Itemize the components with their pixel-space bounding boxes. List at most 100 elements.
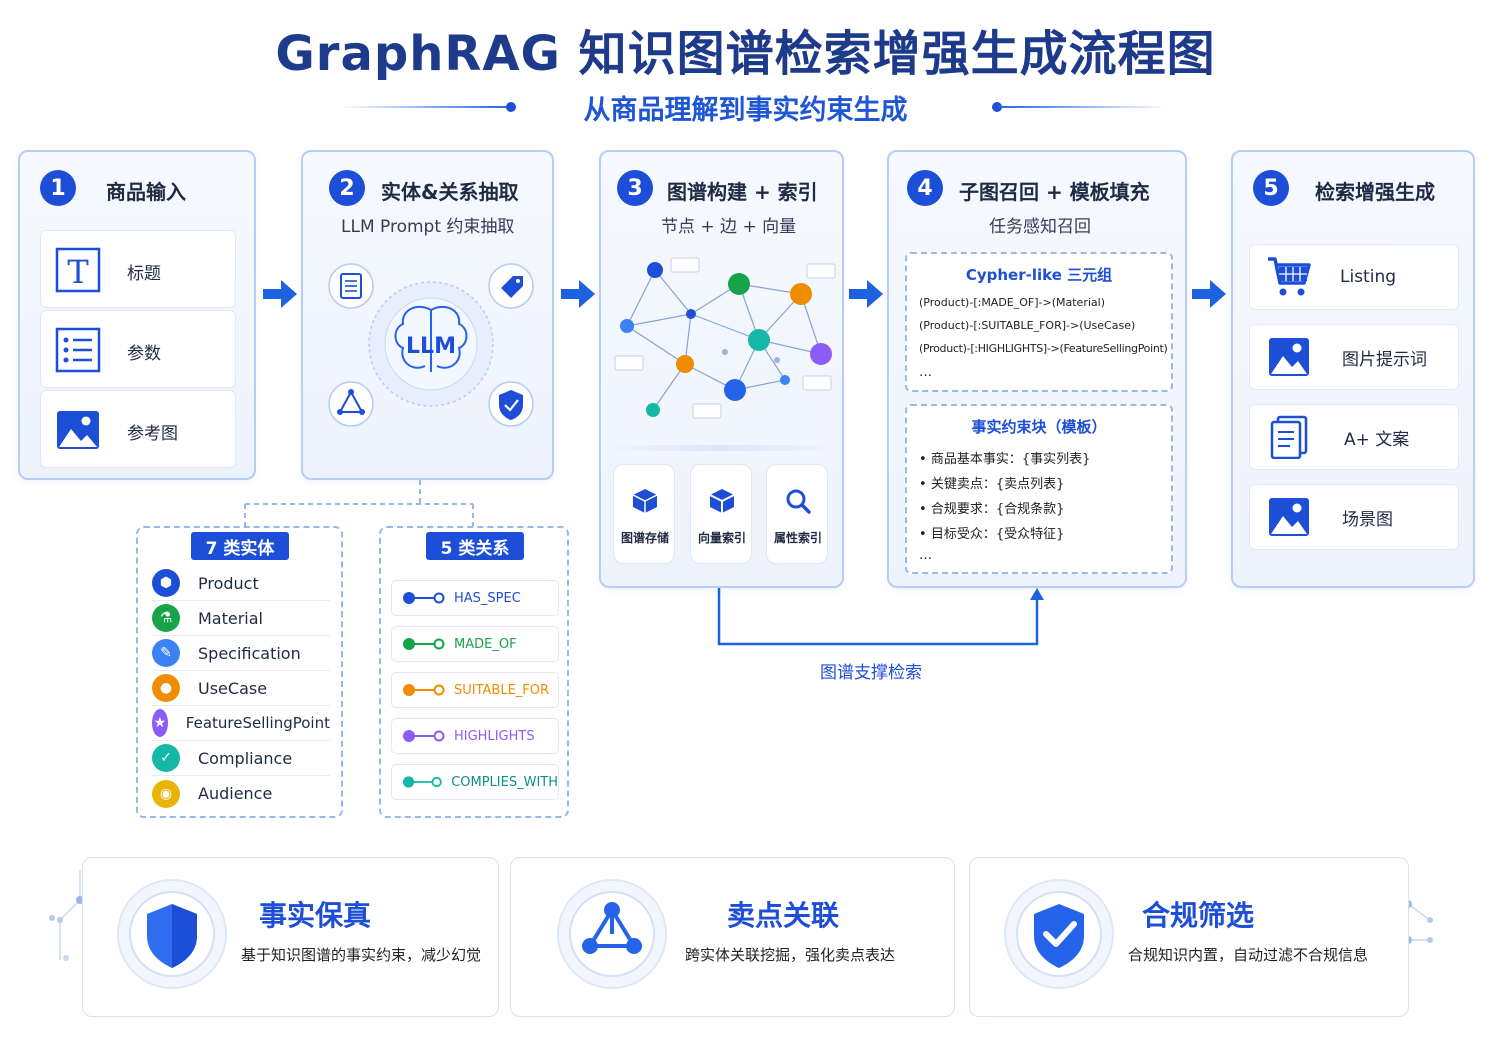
store-graph-label: 图谱存储 [620,531,669,545]
stage-3-panel: 3 图谱构建 + 索引 节点 + 边 + 向量 图谱存储 向量索引 属性索引 [599,150,844,588]
fact-title: 事实约束块（模板） [971,418,1107,436]
brain-icon [394,305,468,372]
flow-arrow-4-icon [1192,280,1226,308]
stage-4-number: 4 [907,170,943,206]
feature-desc: 合规知识内置，自动过滤不合规信息 [1128,946,1369,964]
relation-edge-icon [403,684,445,696]
entities-panel: 7 类实体 ⬢Product ⚗Material ✎Specification … [136,526,343,818]
cypher-title: Cypher-like 三元组 [965,266,1113,284]
output-card-listing: Listing [1249,244,1459,310]
stage-1-title: 商品输入 [106,180,186,204]
feature-desc: 基于知识图谱的事实约束，减少幻觉 [241,946,482,964]
output-label: A+ 文案 [1344,429,1410,450]
input-card-refimage: 参考图 [40,390,236,468]
cypher-line: … [919,365,932,380]
stage-1-panel: 1 商品输入 T 标题 参数 参考图 [18,150,256,480]
fact-line-text: 商品基本事实：{事实列表} [930,452,1091,467]
entity-row: ★FeatureSellingPoint [152,706,330,741]
shield-icon [117,879,227,989]
entity-row: ● UseCase [152,671,330,706]
entity-name: UseCase [198,678,268,698]
fact-line-text: 合规要求：{合规条款} [930,502,1065,517]
document-icon [328,263,374,309]
fact-line: • 关键卖点：{卖点列表} [919,477,1065,492]
input-label-title: 标题 [127,264,161,284]
shield-check-icon [1004,879,1114,989]
document-icon [1270,415,1308,459]
ruler-icon: ✎ [152,639,180,667]
stage-5-number: 5 [1253,170,1289,206]
knowledge-graph-diagram [614,257,836,419]
search-icon [786,489,811,514]
relation-edge-icon [403,638,445,650]
stage-1-number: 1 [40,170,76,206]
fact-line: • 合规要求：{合规条款} [919,502,1065,517]
box-icon [709,489,735,513]
fact-ellipsis: … [919,548,932,563]
feature-title: 合规筛选 [1142,899,1255,932]
subtitle-left-dot [506,102,516,112]
feature-desc: 跨实体关联挖掘，强化卖点表达 [685,946,896,964]
cypher-block: Cypher-like 三元组 (Product)-[:MADE_OF]->(M… [905,252,1173,392]
entity-name: Specification [198,643,301,663]
output-label: Listing [1340,267,1397,287]
fact-line: • 商品基本事实：{事实列表} [919,452,1091,467]
relation-row: HAS_SPEC [391,580,559,616]
stage-3-title: 图谱构建 + 索引 [667,180,818,204]
store-graph: 图谱存储 [613,464,675,564]
relation-name: COMPLIES_WITH [451,774,558,790]
cypher-line: (Product)-[:SUITABLE_FOR]->(UseCase) [919,319,1136,332]
output-card-scene: 场景图 [1249,484,1459,550]
entity-name: FeatureSellingPoint [185,714,330,732]
list-icon [55,327,101,373]
feature-title: 事实保真 [259,899,372,932]
page-subtitle: 从商品理解到事实约束生成 [583,95,908,126]
stage-2-panel: 2 实体&关系抽取 LLM Prompt 约束抽取 LLM [301,150,554,480]
stage-2-title: 实体&关系抽取 [381,180,519,204]
store-vector: 向量索引 [690,464,752,564]
entity-name: Material [198,608,263,628]
entities-title: 7 类实体 [191,532,289,560]
stage-5-panel: 5 检索增强生成 Listing 图片提示词 A+ 文案 场景图 [1231,150,1475,588]
subtitle-right-dot [992,102,1002,112]
stage-2-connector [244,480,474,526]
person-icon: ● [152,674,180,702]
relation-name: HIGHLIGHTS [454,728,535,744]
relations-panel: 5 类关系 HAS_SPEC MADE_OF SUITABLE_FOR HIGH… [379,526,569,818]
fact-block: 事实约束块（模板） • 商品基本事实：{事实列表} • 关键卖点：{卖点列表} … [905,404,1173,574]
shield-icon [488,381,534,427]
stage-2-subtitle: LLM Prompt 约束抽取 [341,217,515,237]
stage-5-title: 检索增强生成 [1315,180,1435,204]
stage-4-subtitle: 任务感知召回 [989,217,1091,237]
support-connector [717,588,1044,646]
output-card-aplus: A+ 文案 [1249,404,1459,470]
cube-icon [632,489,658,513]
feature-card-fact: 事实保真 基于知识图谱的事实约束，减少幻觉 [82,857,499,1017]
subtitle-left-line [340,106,510,108]
relation-row: SUITABLE_FOR [391,672,559,708]
store-vector-label: 向量索引 [697,531,746,545]
output-label: 场景图 [1342,509,1393,530]
entity-name: Compliance [198,748,293,768]
relations-title: 5 类关系 [426,532,524,560]
entity-row: ⚗ Material [152,601,330,636]
store-attribute-label: 属性索引 [773,531,822,545]
cube-icon: ⬢ [152,569,180,597]
subtitle-right-line [998,106,1168,108]
cypher-line: (Product)-[:HIGHLIGHTS]->(FeatureSelling… [919,342,1168,355]
feature-card-compliance: 合规筛选 合规知识内置，自动过滤不合规信息 [969,857,1409,1017]
input-label-refimage: 参考图 [127,424,178,444]
stage-4-panel: 4 子图召回 + 模板填充 任务感知召回 Cypher-like 三元组 (Pr… [887,150,1187,588]
flask-icon: ⚗ [152,604,180,632]
output-card-image-prompt: 图片提示词 [1249,324,1459,390]
entity-row: ◉Audience [152,776,330,811]
flow-arrow-3-icon [849,280,883,308]
cypher-line: (Product)-[:MADE_OF]->(Material) [919,296,1105,309]
stage-3-number: 3 [617,170,653,206]
input-card-params: 参数 [40,310,236,388]
entity-row: ✓Compliance [152,741,330,776]
entity-name: Product [198,573,259,593]
shopping-cart-icon [1268,257,1311,296]
relation-name: HAS_SPEC [454,590,521,606]
input-card-title: T 标题 [40,230,236,308]
